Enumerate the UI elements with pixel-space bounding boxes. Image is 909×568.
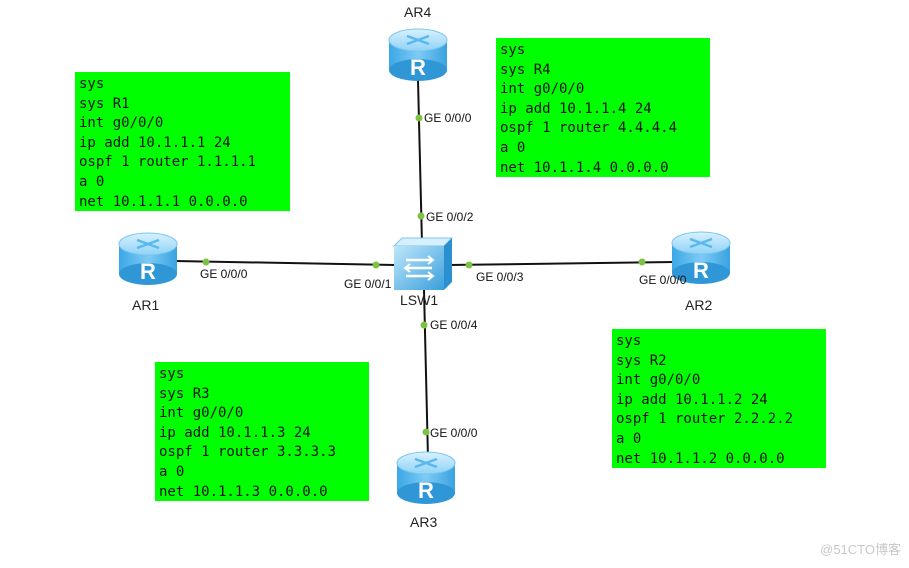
link-lsw1-ar2 [447,261,676,266]
link-ar1-lsw1 [174,260,396,266]
ar2-router-icon[interactable]: R [671,231,731,284]
port-label-ar1-ge000: GE 0/0/0 [200,267,248,281]
ar4-label: AR4 [404,4,432,20]
port-label-lsw1-ge001: GE 0/0/1 [344,277,392,291]
port-label-ar4-ge000: GE 0/0/0 [424,111,472,125]
port-dot-ar3 [422,428,430,436]
config-line: sys [159,366,185,382]
ar3-label: AR3 [410,514,438,530]
config-line: int g0/0/0 [616,372,701,389]
lsw1-label: LSW1 [400,292,439,308]
port-label-lsw1-ge004: GE 0/0/4 [430,318,478,332]
config-line: ospf 1 router 3.3.3.3 [159,444,337,461]
config-line: ip add 10.1.1.2 24 [616,391,768,408]
port-dot-lsw1-ge003 [465,261,473,269]
config-line: int g0/0/0 [500,81,585,98]
config-line: sys [616,333,642,349]
config-line: net 10.1.1.4 0.0.0.0 [500,159,669,176]
port-label-ar3-ge000: GE 0/0/0 [430,426,478,440]
config-line: sys R2 [616,352,667,369]
config-line: ospf 1 router 4.4.4.4 [500,120,678,137]
ar4-router-icon[interactable]: R [388,28,448,81]
config-note-r1: sys sys R1 int g0/0/0 ip add 10.1.1.1 24… [75,72,290,211]
port-dot-lsw1-ge001 [372,261,380,269]
config-line: ip add 10.1.1.1 24 [79,134,231,151]
config-line: sys [79,76,105,92]
config-line: sys R3 [159,385,210,402]
config-line: net 10.1.1.1 0.0.0.0 [79,193,248,210]
config-line: int g0/0/0 [79,115,164,132]
port-label-lsw1-ge003: GE 0/0/3 [476,270,524,284]
config-note-r4: sys sys R4 int g0/0/0 ip add 10.1.1.4 24… [496,38,710,177]
config-line: ospf 1 router 1.1.1.1 [79,154,257,171]
config-line: net 10.1.1.3 0.0.0.0 [159,483,328,500]
ar1-router-icon[interactable]: R [118,232,178,285]
config-line: int g0/0/0 [159,405,244,422]
router-glyph-icon: R [410,55,426,80]
config-note-r2: sys sys R2 int g0/0/0 ip add 10.1.1.2 24… [612,329,826,468]
config-line: sys [500,42,526,58]
port-dot-ar2 [638,258,646,266]
config-line: a 0 [159,463,185,480]
ar3-router-icon[interactable]: R [396,451,456,504]
lsw1-switch-icon[interactable] [392,237,454,290]
router-glyph-icon: R [140,259,156,284]
port-label-ar2-ge000: GE 0/0/0 [639,273,687,287]
ar1-label: AR1 [132,297,160,313]
config-line: sys R1 [79,95,130,112]
config-line: a 0 [79,173,105,190]
config-line: a 0 [500,139,526,156]
port-dot-ar1 [202,258,210,266]
router-glyph-icon: R [693,258,709,283]
config-line: net 10.1.1.2 0.0.0.0 [616,450,785,467]
config-line: ip add 10.1.1.3 24 [159,424,311,441]
config-note-r3: sys sys R3 int g0/0/0 ip add 10.1.1.3 24… [155,362,369,501]
config-line: a 0 [616,430,642,447]
config-line: ip add 10.1.1.4 24 [500,100,652,117]
port-dot-lsw1-ge004 [420,321,428,329]
port-dot-lsw1-ge002 [417,212,425,220]
port-label-lsw1-ge002: GE 0/0/2 [426,210,474,224]
port-dot-ar4 [415,114,423,122]
config-line: sys R4 [500,61,551,78]
config-line: ospf 1 router 2.2.2.2 [616,411,794,428]
router-glyph-icon: R [418,478,434,503]
watermark: @51CTO博客 [820,542,901,557]
ar2-label: AR2 [685,297,713,313]
